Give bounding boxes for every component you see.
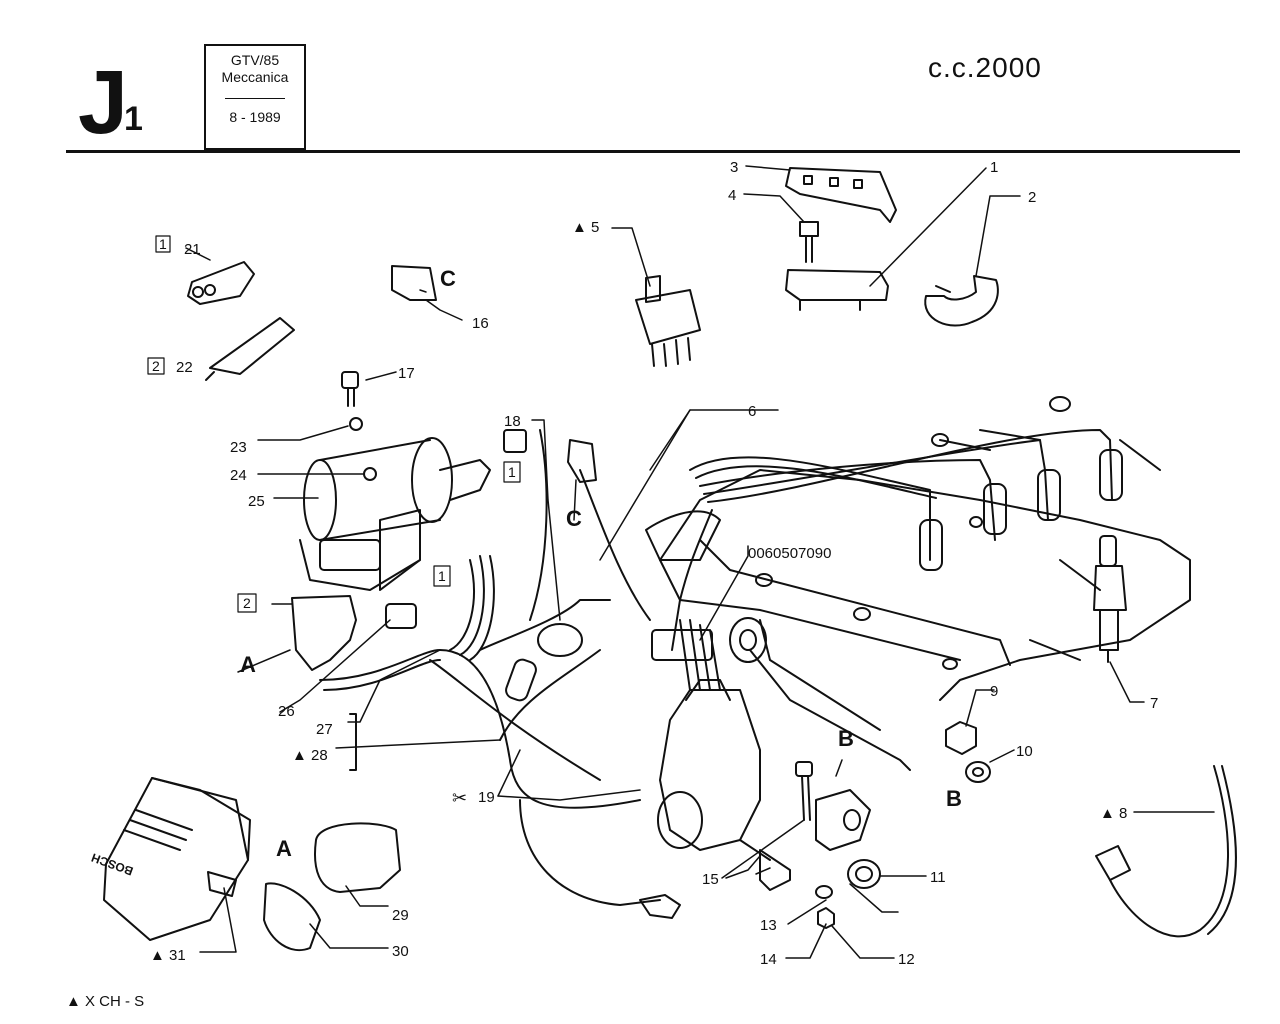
boxed-notes: 1 2 1 1 2 (147, 235, 521, 613)
boxed-note-21: 1 (159, 236, 167, 252)
small-parts (103, 167, 1237, 951)
callout-30: 30 (392, 943, 409, 960)
reference-letters: A A B B C C (240, 266, 962, 861)
part-reference: 0060507090 (748, 545, 831, 562)
boxed-note-relay: 2 (243, 595, 251, 611)
callout-22: 22 (176, 359, 193, 376)
letter-a-housing: A (276, 836, 292, 861)
boxed-note-wire: 1 (438, 568, 446, 584)
callout-21: 21 (184, 241, 201, 258)
section-subscript: 1 (124, 100, 143, 138)
ecu-brand-label: BOSCH (90, 850, 136, 878)
callout-15: 15 (702, 871, 719, 888)
letter-c-lead: C (566, 506, 582, 531)
letter-b-washer: B (946, 786, 962, 811)
boxed-note-22: 2 (152, 358, 160, 374)
callout-7: 7 (1150, 695, 1158, 712)
callout-18: 18 (504, 413, 521, 430)
leader-lines (185, 165, 1215, 959)
callout-13: 13 (760, 917, 777, 934)
callout-17: 17 (398, 365, 415, 382)
callout-labels: 1 2 3 4 ▲ 5 6 7 ▲ 8 9 10 11 12 13 14 15 … (150, 159, 1158, 968)
callout-1: 1 (990, 159, 998, 176)
callout-27: 27 (316, 721, 333, 738)
letter-c-boot: C (440, 266, 456, 291)
callout-bracket (349, 713, 357, 771)
ignition-wire-set (645, 429, 1123, 651)
callout-4: 4 (728, 187, 736, 204)
callout-10: 10 (1016, 743, 1033, 760)
section-code: J (78, 53, 128, 153)
callout-11: 11 (930, 869, 946, 886)
coil-drawing (299, 437, 491, 591)
callout-19: 19 (478, 789, 495, 806)
engine-label: c.c.2000 (928, 52, 1042, 83)
callout-26: 26 (278, 703, 295, 720)
title-block: GTV/85 Meccanica 8 - 1989 (204, 44, 306, 150)
distributor-drawing (651, 619, 791, 891)
callout-24: 24 (230, 467, 247, 484)
letter-a-connector: A (240, 652, 256, 677)
callout-2: 2 (1028, 189, 1036, 206)
callout-3: 3 (730, 159, 738, 176)
model-label: GTV/85 (230, 52, 280, 68)
callout-16: 16 (472, 315, 489, 332)
callout-28: ▲ 28 (292, 747, 328, 764)
callout-23: 23 (230, 439, 247, 456)
callout-8: ▲ 8 (1100, 805, 1127, 822)
header-divider (66, 150, 1240, 153)
wiring-harness (319, 429, 681, 919)
date-label: 8 - 1989 (229, 109, 281, 125)
engine-head-drawing (659, 396, 1191, 771)
callout-14: 14 (760, 951, 777, 968)
letter-b-bracket: B (838, 726, 854, 751)
callout-31: ▲ 31 (150, 947, 186, 964)
callout-6: 6 (748, 403, 756, 420)
callout-25: 25 (248, 493, 265, 510)
scissors-icon: ✂ (452, 788, 467, 808)
callout-5: ▲ 5 (572, 219, 599, 236)
callout-29: 29 (392, 907, 409, 924)
group-label: Meccanica (221, 69, 289, 85)
footer-note: ▲ X CH - S (66, 993, 145, 1010)
callout-9: 9 (990, 683, 998, 700)
title-rule (225, 98, 285, 99)
boxed-note-18: 1 (508, 464, 516, 480)
callout-12: 12 (898, 951, 915, 968)
